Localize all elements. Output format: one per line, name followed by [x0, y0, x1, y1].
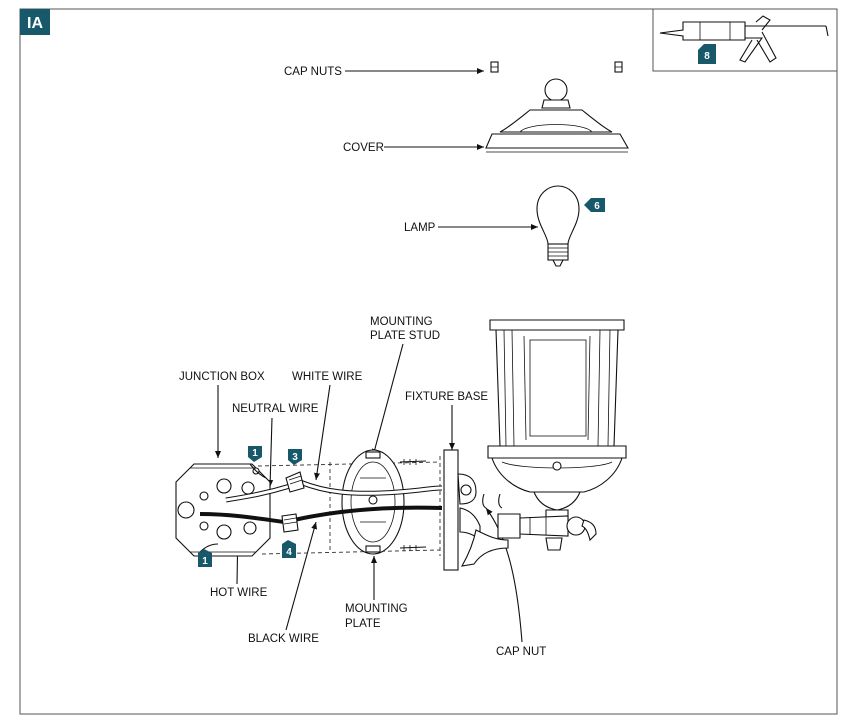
step-badge-black-connect: 4: [282, 540, 296, 558]
alignment-guides: [257, 456, 441, 556]
mounting-plate-stud-bottom: [399, 545, 427, 551]
cover-label: COVER: [343, 142, 384, 154]
mounting-plate-stud-label-line1: MOUNTING: [370, 316, 433, 328]
neutral-wire-arrow: [267, 417, 274, 488]
step-badge-caulk-num: 8: [704, 51, 710, 62]
mounting-plate-illustration: [341, 449, 405, 555]
hot-wire-label: HOT WIRE: [210, 587, 268, 599]
white-wire-arrow: [314, 384, 331, 481]
mounting-plate-label-line1: MOUNTING: [345, 603, 408, 615]
figure-tag-text: IA: [27, 15, 43, 32]
cap-nuts-label: CAP NUTS: [284, 66, 342, 78]
fixture-base-illustration: [443, 449, 509, 571]
mounting-plate-stud-top: [399, 459, 427, 465]
step-badge-ground-top-num: 1: [252, 448, 258, 459]
lamp-label: LAMP: [404, 222, 436, 234]
caulk-gun-inset: 8: [652, 8, 838, 72]
black-wire-label: BLACK WIRE: [248, 633, 319, 645]
white-fixture-wire-inner: [299, 480, 443, 495]
cap-nut-label: CAP NUT: [496, 646, 546, 658]
fixture-base-label: FIXTURE BASE: [405, 391, 488, 403]
lamp-bulb-illustration: [536, 185, 580, 267]
cap-nut-right-icon: [614, 61, 623, 73]
figure-tag: IA: [20, 9, 50, 35]
hot-wire: [199, 512, 285, 524]
step-badge-ground-bottom: 1: [198, 549, 212, 567]
neutral-wire-label: NEUTRAL WIRE: [232, 403, 319, 415]
mounting-plate-label-line2: PLATE: [345, 618, 381, 630]
figure-frame: [19, 8, 838, 715]
step-badge-lamp: 6: [584, 198, 605, 212]
cap-nut-arrow: [485, 507, 523, 643]
ground-screw-bottom-icon: [199, 543, 219, 553]
junction-box-illustration: [175, 463, 271, 557]
lantern-arm-illustration: [497, 513, 597, 551]
step-badge-ground-bottom-num: 1: [202, 556, 208, 567]
mounting-plate-stud-label-line2: PLATE STUD: [370, 330, 440, 342]
black-wire-connector-icon: [281, 513, 299, 533]
step-badge-ground-top: 1: [248, 446, 262, 462]
cap-nut-left-icon: [490, 61, 499, 73]
white-neutral-wire-inner: [225, 484, 291, 502]
cover-illustration: [485, 78, 629, 153]
step-badge-lamp-num: 6: [594, 201, 600, 212]
mounting-plate-stud-arrow: [371, 343, 404, 457]
step-badge-black-connect-num: 4: [286, 547, 292, 558]
white-wire-label: WHITE WIRE: [292, 371, 363, 383]
lantern-illustration: [482, 319, 627, 521]
black-wire: [293, 505, 443, 522]
caulk-gun-icon: [659, 15, 829, 63]
white-wire-connector-icon: [285, 471, 305, 493]
ground-screw-top-icon: [249, 463, 267, 479]
black-wire-arrow: [285, 521, 318, 631]
step-badge-white-connect-num: 3: [292, 452, 298, 463]
step-badge-white-connect: 3: [288, 449, 302, 465]
junction-box-label: JUNCTION BOX: [179, 371, 265, 383]
step-badge-caulk: 8: [698, 44, 716, 64]
